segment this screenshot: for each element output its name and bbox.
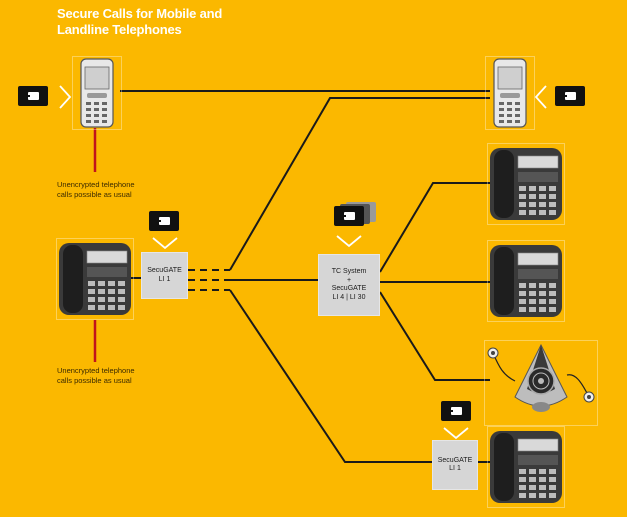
tc-system-label: TC System bbox=[331, 268, 367, 275]
tc-system-secugate-label: SecuGATE bbox=[331, 285, 367, 292]
smart-card-icon bbox=[18, 86, 48, 111]
desk-phone-right-bottom bbox=[487, 426, 565, 508]
secugate-right-model: LI 1 bbox=[449, 465, 461, 472]
tc-system-model: LI 4 | LI 30 bbox=[332, 293, 366, 301]
smart-card-icon bbox=[149, 211, 179, 236]
unencrypted-note-top-line-2: calls possible as usual bbox=[57, 190, 132, 199]
secugate-li1-left: SecuGATE LI 1 bbox=[141, 252, 188, 299]
mobile-phone-icon bbox=[80, 58, 114, 128]
route-to-secugate-right bbox=[229, 289, 432, 463]
chevron-icon bbox=[443, 427, 469, 440]
desk-phone-icon bbox=[59, 243, 131, 315]
chevron-icon bbox=[534, 85, 547, 109]
chevron-icon bbox=[336, 235, 362, 248]
desk-phone-right-middle bbox=[487, 240, 565, 322]
smart-card-icon bbox=[555, 86, 585, 111]
desk-phone-left bbox=[56, 238, 134, 320]
tc-system-plus: + bbox=[346, 276, 352, 284]
desk-phone-right-top bbox=[487, 143, 565, 225]
secugate-li1-right: SecuGATE LI 1 bbox=[432, 440, 478, 490]
title-line-2: Landline Telephones bbox=[57, 22, 182, 37]
mobile-phone-left bbox=[72, 56, 122, 130]
secugate-right-label: SecuGATE bbox=[437, 456, 473, 464]
desk-phone-icon bbox=[490, 148, 562, 220]
desk-phone-icon bbox=[490, 245, 562, 317]
unencrypted-note-top: Unencrypted telephone calls possible as … bbox=[57, 180, 135, 200]
tc-to-conference-phone bbox=[379, 291, 490, 381]
chevron-icon bbox=[59, 85, 72, 109]
mobile-phone-right bbox=[485, 56, 535, 130]
secugate-left-model: LI 1 bbox=[158, 275, 171, 283]
secugate-left-label: SecuGATE bbox=[147, 267, 182, 274]
title-line-1: Secure Calls for Mobile and bbox=[57, 6, 223, 21]
unencrypted-note-top-line-1: Unencrypted telephone bbox=[57, 180, 135, 189]
unencrypted-note-bottom-line-1: Unencrypted telephone bbox=[57, 366, 135, 375]
tc-to-deskphone-top bbox=[379, 182, 490, 273]
conference-phone-icon bbox=[487, 343, 595, 412]
diagram-title: Secure Calls for Mobile and Landline Tel… bbox=[57, 6, 222, 38]
chevron-icon bbox=[152, 237, 178, 250]
smart-card-icon bbox=[441, 401, 471, 426]
tc-system-secugate: TC System + SecuGATE LI 4 | LI 30 bbox=[318, 254, 380, 316]
smart-card-stack-icon bbox=[334, 202, 376, 226]
conference-phone bbox=[484, 340, 598, 426]
unencrypted-note-bottom: Unencrypted telephone calls possible as … bbox=[57, 366, 135, 386]
mobile-phone-icon bbox=[493, 58, 527, 128]
unencrypted-note-bottom-line-2: calls possible as usual bbox=[57, 376, 132, 385]
route-to-right-mobile bbox=[229, 97, 490, 271]
desk-phone-icon bbox=[490, 431, 562, 503]
